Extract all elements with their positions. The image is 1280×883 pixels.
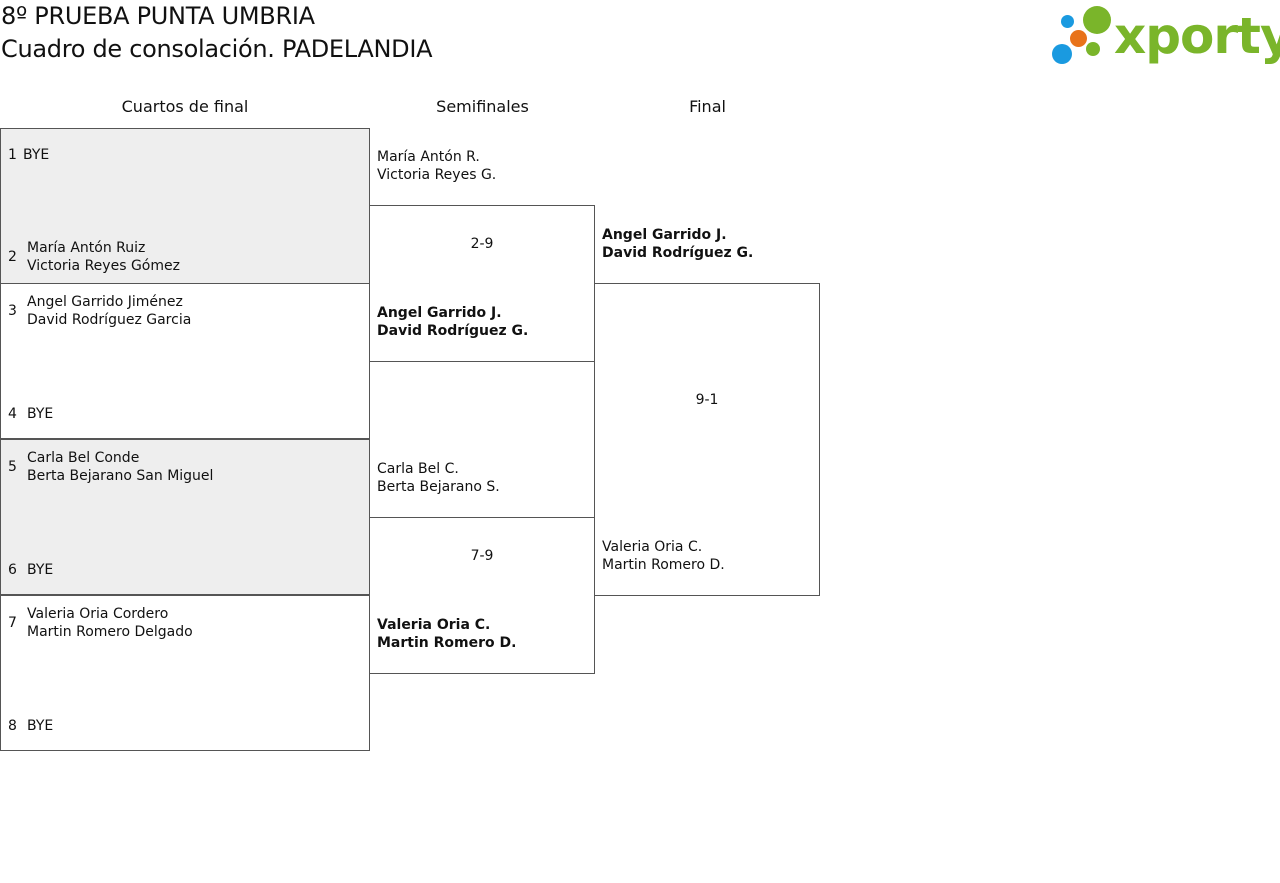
seed-number: 3 <box>8 303 17 319</box>
team-names: Angel Garrido Jiménez David Rodríguez Ga… <box>27 293 191 329</box>
quarterfinal-match-2: 3 Angel Garrido Jiménez David Rodríguez … <box>0 283 370 439</box>
player-name: Angel Garrido J. <box>377 305 502 321</box>
bye-label: BYE <box>27 562 54 578</box>
seed-number: 2 <box>8 249 17 265</box>
team-names: María Antón Ruiz Victoria Reyes Gómez <box>27 239 180 275</box>
team-names: Carla Bel Conde Berta Bejarano San Migue… <box>27 449 213 485</box>
round-header-quarterfinals: Cuartos de final <box>121 97 249 116</box>
semifinal-2-bottom-team: Valeria Oria C. Martin Romero D. <box>377 616 516 652</box>
player-name: David Rodríguez G. <box>602 245 754 261</box>
semifinal-1-bottom-team: Angel Garrido J. David Rodríguez G. <box>377 304 528 340</box>
player-name: Angel Garrido Jiménez <box>27 294 183 310</box>
seed-number: 7 <box>8 615 17 631</box>
semifinal-match-2: 7-9 <box>369 517 595 674</box>
quarterfinal-match-1: 1 BYE 2 María Antón Ruiz Victoria Reyes … <box>0 128 370 284</box>
player-name: Victoria Reyes Gómez <box>27 258 180 274</box>
player-name: Victoria Reyes G. <box>377 167 497 183</box>
round-header-final: Final <box>689 97 726 116</box>
player-name: María Antón R. <box>377 149 480 165</box>
player-name: Martin Romero D. <box>602 557 725 573</box>
player-name: Berta Bejarano S. <box>377 479 500 495</box>
semifinal-match-1: 2-9 <box>369 205 595 362</box>
match-score: 9-1 <box>695 392 719 408</box>
seed-number: 6 <box>8 562 17 578</box>
player-name: Martin Romero Delgado <box>27 624 193 640</box>
match-score: 7-9 <box>470 548 494 564</box>
logo-dot-green-small <box>1086 42 1100 56</box>
final-bottom-team: Valeria Oria C. Martin Romero D. <box>602 538 725 574</box>
round-header-semifinals: Semifinales <box>436 97 529 116</box>
semifinal-1-top-team: María Antón R. Victoria Reyes G. <box>377 148 496 184</box>
final-top-team: Angel Garrido J. David Rodríguez G. <box>602 226 753 262</box>
player-name: Angel Garrido J. <box>602 227 727 243</box>
bye-label: BYE <box>23 147 50 163</box>
player-name: Berta Bejarano San Miguel <box>27 468 214 484</box>
final-match: 9-1 <box>594 283 820 596</box>
bye-label: BYE <box>27 718 54 734</box>
player-name: Carla Bel C. <box>377 461 459 477</box>
logo-dot-orange <box>1070 30 1087 47</box>
player-name: María Antón Ruiz <box>27 240 146 256</box>
logo-dot-blue-large <box>1052 44 1072 64</box>
bye-label: BYE <box>27 406 54 422</box>
player-name: Martin Romero D. <box>377 635 517 651</box>
semifinal-2-top-team: Carla Bel C. Berta Bejarano S. <box>377 460 500 496</box>
logo-text: xporty <box>1114 7 1280 65</box>
tournament-title: 8º PRUEBA PUNTA UMBRIA <box>1 2 315 30</box>
seed-number: 4 <box>8 406 17 422</box>
logo-dot-green <box>1083 6 1111 34</box>
draw-subtitle: Cuadro de consolación. PADELANDIA <box>1 35 433 63</box>
match-score: 2-9 <box>470 236 494 252</box>
player-name: Valeria Oria Cordero <box>27 606 169 622</box>
quarterfinal-match-3: 5 Carla Bel Conde Berta Bejarano San Mig… <box>0 439 370 595</box>
player-name: Carla Bel Conde <box>27 450 140 466</box>
player-name: Valeria Oria C. <box>602 539 703 555</box>
player-name: David Rodríguez Garcia <box>27 312 192 328</box>
seed-number: 8 <box>8 718 17 734</box>
seed-number: 1 <box>8 147 17 163</box>
xporty-logo[interactable]: xporty <box>1050 4 1280 68</box>
team-names: Valeria Oria Cordero Martin Romero Delga… <box>27 605 193 641</box>
quarterfinal-match-4: 7 Valeria Oria Cordero Martin Romero Del… <box>0 595 370 751</box>
logo-dot-blue <box>1061 15 1074 28</box>
player-name: David Rodríguez G. <box>377 323 529 339</box>
player-name: Valeria Oria C. <box>377 617 491 633</box>
seed-number: 5 <box>8 459 17 475</box>
